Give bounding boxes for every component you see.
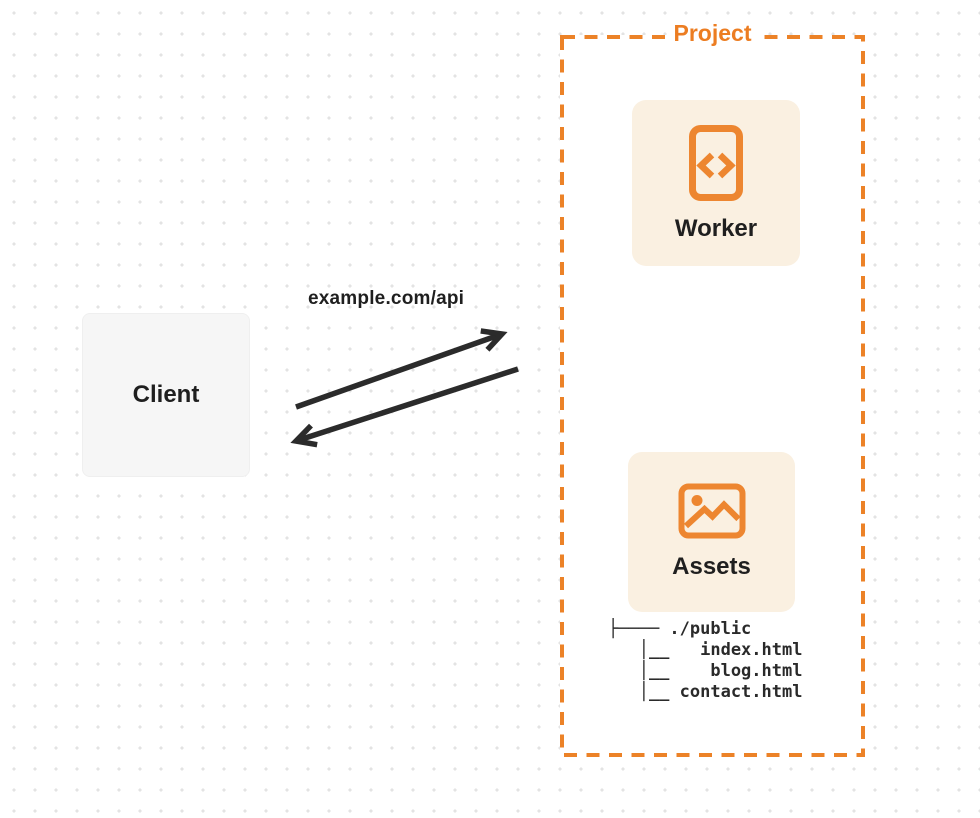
code-file-icon	[689, 124, 743, 201]
project-container: Project Worker Assets ├──── ./public │__…	[560, 20, 865, 757]
tree-root-public: ├──── ./public	[608, 619, 752, 639]
client-label: Client	[132, 381, 200, 408]
image-icon	[678, 483, 745, 539]
project-dashed-border	[560, 35, 865, 757]
assets-node: Assets	[628, 452, 795, 612]
request-arrow	[295, 328, 508, 410]
assets-file-tree: ├──── ./public │__ index.html │__ blog.h…	[608, 619, 802, 703]
assets-label: Assets	[672, 553, 751, 580]
tree-file-contact: │__ contact.html	[608, 682, 803, 702]
worker-node: Worker	[632, 100, 800, 266]
request-url-label: example.com/api	[308, 288, 465, 309]
client-node: Client	[82, 313, 250, 477]
project-label: Project	[666, 20, 759, 47]
tree-file-blog: │__ blog.html	[608, 661, 803, 681]
tree-file-index: │__ index.html	[608, 640, 803, 660]
response-arrow	[290, 366, 519, 448]
worker-label: Worker	[674, 214, 758, 242]
